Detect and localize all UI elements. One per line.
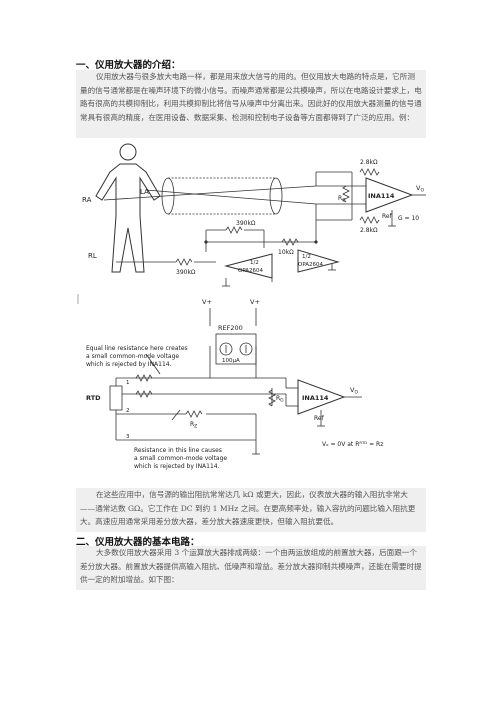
- rl-label: RL: [88, 252, 97, 260]
- r390-top-label: 390kΩ: [236, 220, 256, 227]
- ref200-label: REF200: [218, 324, 243, 332]
- opa-right-triangle: [297, 249, 340, 273]
- ina114-triangle: [365, 177, 414, 213]
- note-bottom-line3: which is rejected by INA114.: [134, 463, 220, 470]
- rtd-label: RTD: [86, 394, 101, 402]
- note-top-line1: Equal line resistance here creates: [86, 345, 188, 352]
- r10k-label: 10kΩ: [278, 249, 294, 256]
- shielded-cable: [103, 177, 317, 215]
- current-label: 100μA: [222, 358, 240, 364]
- note-top-line2: a small common-mode voltage: [86, 353, 179, 360]
- gain-label: G = 10: [398, 215, 419, 222]
- node1-label: 1: [126, 380, 130, 386]
- half2-label: 1/2: [302, 254, 311, 260]
- vplus2-label: V+: [250, 298, 260, 306]
- r28-top-label: 2.8kΩ: [360, 159, 378, 166]
- opa-left-label: OPA2604: [238, 268, 264, 274]
- ina114-triangle: [297, 379, 346, 415]
- section1b-paragraph: 在这些应用中，信号源的输出阻抗常常达几 kΩ 或更大，因此，仪表放大器的输入阻抗…: [76, 488, 426, 532]
- vplus1-label: V+: [202, 298, 212, 306]
- ref-label: Ref: [382, 213, 393, 220]
- section2-paragraph: 大多数仪用放大器采用 3 个运算放大器排成两级：一个由两运放组成的前置放大器，后…: [76, 546, 426, 590]
- human-figure-icon: [95, 143, 161, 273]
- r28-bottom-label: 2.8kΩ: [360, 227, 378, 234]
- node3-label: 3: [126, 434, 130, 440]
- rz-label: RZ: [190, 421, 197, 430]
- node2-label: 2: [126, 408, 130, 414]
- vo-label: VO: [416, 184, 424, 194]
- opa-right-label: OPA2604: [298, 262, 324, 268]
- note-bottom-line2: a small common-mode voltage: [134, 455, 227, 462]
- ecg-amplifier-figure: RA LA RL: [76, 142, 428, 294]
- rtd-element: [109, 385, 123, 411]
- ina114-label: INA114: [368, 192, 395, 200]
- section1-paragraph: 仪用放大器与很多放大电路一样，都是用来放大信号的用的。但仪用放大电路的特点是，它…: [76, 70, 426, 138]
- rg-label: RG: [338, 195, 346, 204]
- ina114-label: INA114: [302, 394, 329, 402]
- r390-left-label: 390kΩ: [176, 269, 196, 276]
- note-top-line3: which is rejected by INA114.: [86, 361, 172, 368]
- ra-label: RA: [82, 196, 92, 204]
- rtd-amplifier-figure: V+ V+ REF200 100μA Equal line resistance…: [76, 294, 428, 484]
- vo-label: VO: [350, 386, 358, 396]
- rg-label: RG: [276, 395, 284, 404]
- opa-left-triangle: [224, 253, 273, 279]
- half1-label: 1/2: [250, 260, 259, 266]
- note-bottom-line1: Resistance in this line causes: [134, 447, 222, 454]
- ref-label: Ref: [314, 415, 325, 422]
- la-label: LA: [140, 188, 149, 196]
- section2-heading: 二、仪用放大器的基本电路：: [76, 537, 200, 548]
- section1-heading: 一、仪用放大器的介绍：: [76, 60, 181, 71]
- formula-label: Vₒ = 0V at Rᴿᵀᴰ = Rᴢ: [322, 441, 383, 448]
